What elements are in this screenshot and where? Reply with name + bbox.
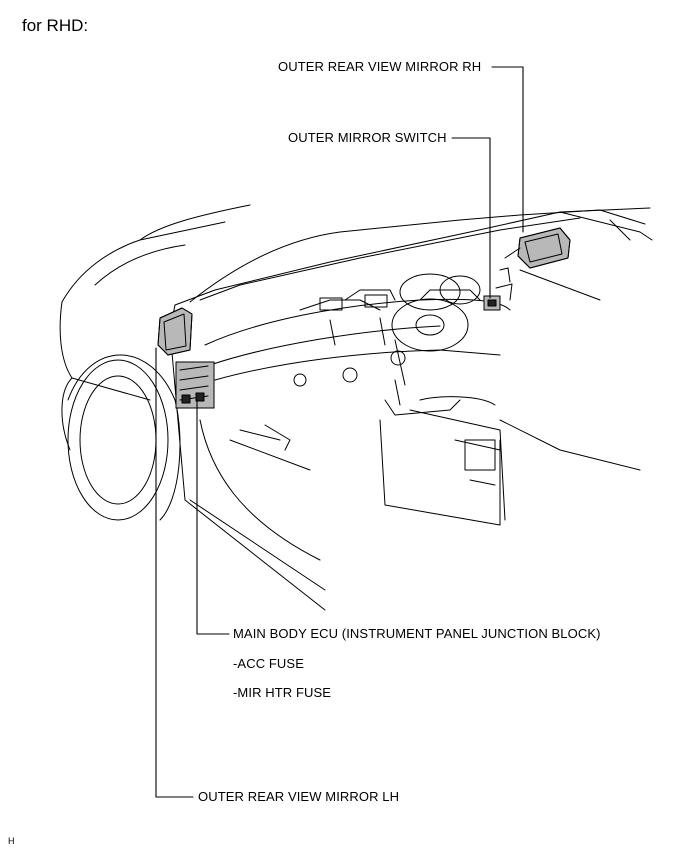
leader-lines (155, 66, 524, 798)
page-title: for RHD: (22, 16, 89, 35)
center-console (379, 379, 506, 526)
label-mirror-switch: OUTER MIRROR SWITCH (288, 130, 447, 145)
windshield-frame (169, 207, 651, 331)
front-body-outline (59, 204, 251, 451)
label-acc-fuse: -ACC FUSE (233, 656, 304, 671)
floor-lines (229, 419, 641, 471)
corner-code: H (8, 836, 15, 846)
label-main-body-ecu: MAIN BODY ECU (INSTRUMENT PANEL JUNCTION… (233, 626, 601, 641)
mirror-lh-shape (157, 307, 193, 356)
roof-right (519, 209, 653, 301)
front-wheel (67, 354, 181, 521)
label-mirror-lh: OUTER REAR VIEW MIRROR LH (198, 789, 400, 804)
label-mirror-rh: OUTER REAR VIEW MIRROR RH (278, 59, 482, 74)
mirror-rh-shape (504, 227, 571, 269)
front-door (169, 329, 326, 611)
mirror-switch-shape (483, 267, 513, 311)
dashboard (204, 273, 511, 387)
junction-block-shape (175, 361, 215, 409)
label-mir-htr-fuse: -MIR HTR FUSE (233, 685, 332, 700)
